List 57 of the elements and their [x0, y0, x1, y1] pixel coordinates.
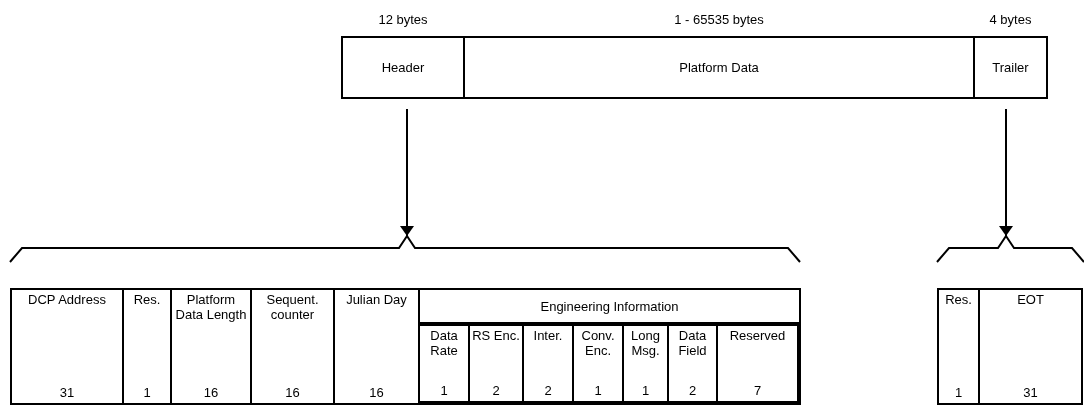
bit-count: 2	[492, 383, 500, 398]
bit-count: 1	[641, 383, 650, 398]
curly-brace	[9, 234, 801, 263]
field-name: Platform Data	[679, 60, 759, 75]
bit-count: 16	[285, 385, 300, 400]
field-box	[341, 36, 465, 99]
field-name: DCP Address	[28, 292, 106, 307]
field-name: Res.	[945, 292, 972, 307]
field-cell	[572, 324, 624, 403]
bit-count: 1	[954, 385, 963, 400]
field-cell	[170, 288, 252, 405]
bit-count: 1	[440, 383, 448, 398]
field-name: Inter.	[533, 328, 563, 343]
field-cell	[716, 324, 799, 403]
bit-count: 2	[688, 383, 697, 398]
field-name: EOT	[1017, 292, 1044, 307]
field-cell	[622, 324, 669, 403]
size-label: 1 - 65535 bytes	[673, 12, 765, 27]
bit-count: 16	[203, 385, 219, 400]
curly-brace	[936, 234, 1084, 263]
field-cell	[522, 324, 574, 403]
field-name: Data Rate	[429, 328, 459, 358]
field-cell	[250, 288, 335, 405]
field-box	[463, 36, 975, 99]
group-title: Engineering Information	[539, 299, 680, 314]
field-name: Conv. Enc.	[580, 328, 616, 358]
field-name: Sequent. counter	[265, 292, 320, 322]
field-box	[973, 36, 1048, 99]
bit-count: 31	[59, 385, 75, 400]
field-name: Trailer	[992, 60, 1029, 75]
bit-count: 1	[143, 385, 151, 400]
field-name: Platform Data Length	[174, 292, 248, 322]
field-group-box	[418, 288, 801, 405]
field-name: Header	[381, 60, 425, 75]
field-cell	[468, 324, 524, 403]
field-name: Long Msg.	[630, 328, 661, 358]
field-cell	[667, 324, 718, 403]
field-cell	[978, 288, 1083, 405]
bit-count: 1	[594, 383, 602, 398]
arrow	[400, 108, 414, 237]
field-cell	[418, 324, 470, 403]
field-name: Reserved	[729, 328, 786, 343]
field-cell	[333, 288, 420, 405]
bit-count: 2	[544, 383, 552, 398]
field-cell	[937, 288, 980, 405]
field-name: Julian Day	[346, 292, 407, 307]
arrow	[999, 108, 1013, 237]
field-name: RS Enc.	[472, 328, 520, 343]
bit-count: 7	[753, 383, 762, 398]
bit-count: 31	[1023, 385, 1038, 400]
field-cell	[122, 288, 172, 405]
field-name: Res.	[133, 292, 161, 307]
size-label: 4 bytes	[988, 12, 1033, 27]
field-cell	[10, 288, 124, 405]
bit-count: 16	[369, 385, 384, 400]
field-name: Data Field	[677, 328, 708, 358]
size-label: 12 bytes	[377, 12, 429, 27]
